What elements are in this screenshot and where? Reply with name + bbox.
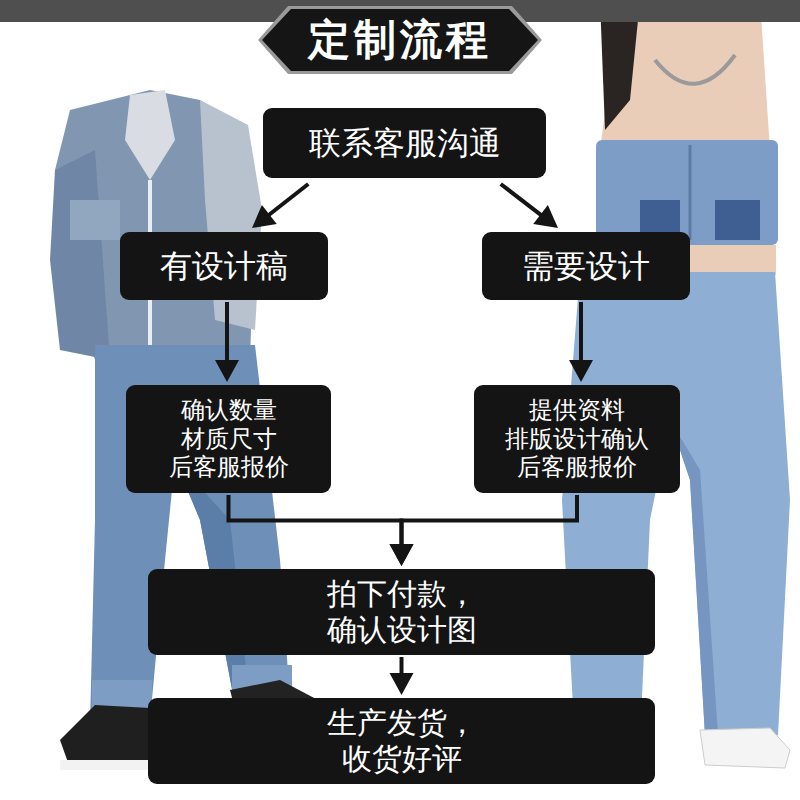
arrow-line <box>501 184 542 216</box>
box-label: 生产发货，收货好评 <box>327 705 477 777</box>
box-label: 联系客服沟通 <box>309 124 501 162</box>
text-holder: 拍下付款，确认设计图 <box>327 576 477 648</box>
process-box: 提供资料 排版设计确认 后客服报价 <box>474 385 680 493</box>
box-label: 确认数量 材质尺寸 后客服报价 <box>169 396 289 482</box>
arrow-head <box>390 673 414 695</box>
arrow-line <box>268 184 309 216</box>
arrow-head <box>252 205 277 228</box>
arrow-head <box>569 360 593 382</box>
arrow-line <box>225 302 229 362</box>
process-box: 生产发货，收货好评 <box>148 698 655 784</box>
process-box: 确认数量 材质尺寸 后客服报价 <box>126 385 331 493</box>
arrow-line <box>229 495 402 546</box>
arrow-line <box>579 302 583 362</box>
arrow-line <box>402 495 578 546</box>
arrow-head <box>215 360 239 382</box>
arrow-head <box>390 544 414 566</box>
process-box: 需要设计 <box>482 232 690 300</box>
flow-arrow <box>252 184 308 228</box>
flow-arrow <box>390 657 414 695</box>
text-holder: 提供资料 排版设计确认 后客服报价 <box>505 396 649 482</box>
arrow-head <box>390 544 414 566</box>
flow-arrow <box>501 184 558 228</box>
box-label: 拍下付款，确认设计图 <box>327 576 477 648</box>
arrow-head <box>533 205 558 228</box>
flow-arrow <box>215 302 239 382</box>
box-label: 需要设计 <box>522 247 650 285</box>
arrow-line <box>400 657 404 675</box>
flow-arrow <box>569 302 593 382</box>
text-holder: 确认数量 材质尺寸 后客服报价 <box>169 396 289 482</box>
box-label: 提供资料 排版设计确认 后客服报价 <box>505 396 649 482</box>
flow-arrow <box>229 495 414 566</box>
process-box: 联系客服沟通 <box>263 108 546 178</box>
title-text: 定制流程 <box>0 8 800 72</box>
box-label: 有设计稿 <box>160 247 288 285</box>
process-box: 有设计稿 <box>120 232 328 300</box>
text-holder: 联系客服沟通 <box>309 124 501 162</box>
text-holder: 有设计稿 <box>160 247 288 285</box>
text-holder: 需要设计 <box>522 247 650 285</box>
text-holder: 生产发货，收货好评 <box>327 705 477 777</box>
process-box: 拍下付款，确认设计图 <box>148 569 655 655</box>
flow-arrow <box>390 495 578 566</box>
